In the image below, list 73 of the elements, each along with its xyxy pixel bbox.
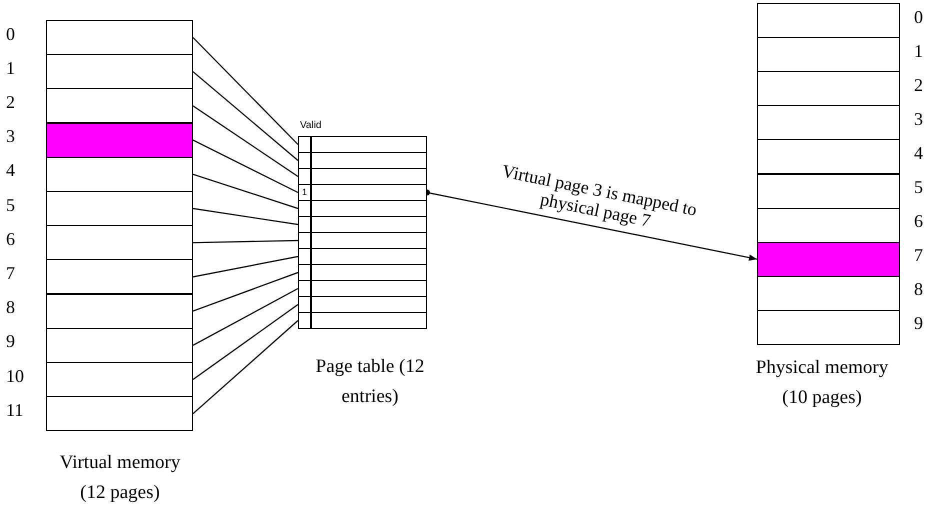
memory-page	[46, 122, 193, 158]
page-number: 6	[914, 211, 923, 232]
page-table-entry	[298, 232, 427, 249]
page-number: 6	[6, 228, 15, 249]
connector-line	[192, 174, 298, 210]
page-table-entry	[298, 248, 427, 265]
page-table-entry	[298, 136, 427, 153]
page-number: 1	[6, 58, 15, 78]
page-table-entry	[298, 152, 427, 169]
page-number: 9	[6, 331, 15, 352]
connector-line	[192, 288, 298, 346]
memory-page	[46, 259, 193, 294]
page-table-entry	[298, 184, 427, 201]
connector-line	[192, 37, 298, 145]
page-number: 7	[914, 245, 923, 266]
memory-page	[46, 362, 193, 397]
page-table-entry	[298, 312, 427, 329]
page-number: 0	[914, 6, 923, 26]
page-number: 10	[6, 366, 24, 386]
page-number: 8	[6, 297, 15, 318]
memory-page	[46, 328, 193, 363]
page-table-entry	[298, 200, 427, 217]
block-title: Page table (12 entries)	[314, 355, 426, 409]
page-number: 9	[914, 313, 923, 334]
memory-page	[757, 3, 900, 38]
memory-page	[757, 310, 900, 345]
page-table-entry	[298, 168, 427, 185]
memory-page	[46, 294, 193, 329]
page-table-entry	[298, 296, 427, 313]
connector-line	[192, 240, 298, 244]
page-number: 2	[6, 92, 15, 112]
page-number: 3	[6, 126, 15, 146]
page-number: 1	[914, 40, 923, 61]
connector-line	[192, 140, 298, 194]
connector-line	[192, 304, 298, 380]
memory-page	[757, 208, 900, 243]
page-number: 3	[914, 108, 923, 129]
connector-line	[192, 256, 298, 278]
block-title: Virtual memory (12 pages)	[58, 451, 182, 505]
page-number: 5	[6, 194, 15, 214]
memory-page	[46, 20, 193, 55]
page-number: 11	[6, 400, 24, 420]
memory-page	[46, 225, 193, 260]
page-number: 5	[914, 177, 923, 197]
memory-page	[757, 242, 900, 277]
connector-line	[192, 208, 298, 226]
memory-page	[757, 139, 900, 174]
page-number: 0	[6, 24, 15, 44]
memory-page	[757, 276, 900, 311]
memory-page	[46, 396, 193, 432]
connector-line	[192, 320, 298, 414]
memory-page	[757, 105, 900, 140]
memory-page	[757, 37, 900, 72]
page-number: 4	[914, 142, 923, 163]
memory-page	[46, 156, 193, 192]
memory-page	[46, 54, 193, 90]
page-number: 8	[914, 279, 923, 300]
page-table-entry	[298, 280, 427, 297]
memory-page	[757, 174, 900, 208]
page-number: 7	[6, 262, 15, 283]
connector-line	[192, 105, 298, 177]
memory-page	[46, 191, 193, 226]
page-number: 4	[6, 160, 15, 180]
connector-line	[192, 272, 298, 312]
memory-page	[757, 71, 900, 106]
column-header: Valid	[300, 120, 322, 131]
block-title: Physical memory (10 pages)	[754, 356, 890, 410]
connector-line	[192, 71, 298, 161]
page-number: 2	[914, 74, 923, 95]
memory-page	[46, 88, 193, 124]
valid-bit: 1	[302, 187, 307, 197]
page-table-entry	[298, 216, 427, 233]
page-table-entry	[298, 264, 427, 281]
